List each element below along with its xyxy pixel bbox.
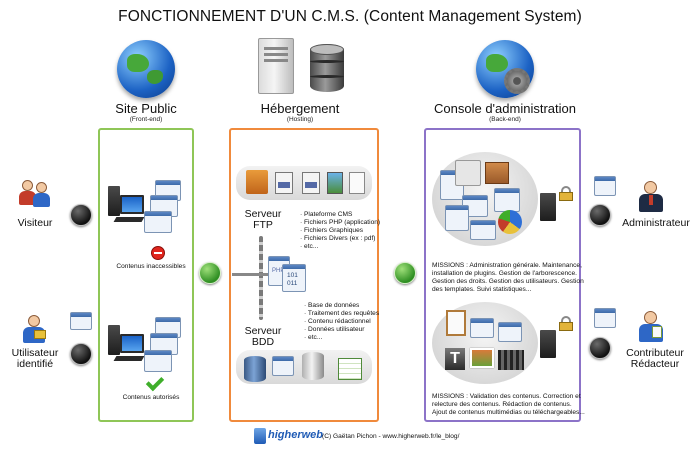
- php-file-icon-1: [275, 172, 293, 194]
- globe-icon: [117, 40, 175, 98]
- identified-user-icon: [20, 314, 50, 346]
- contrib-mission-line-3: Ajout de contenus multimédias ou télécha…: [432, 409, 585, 416]
- actor-contributor-1: Contributeur: [626, 347, 684, 359]
- film-icon: [498, 350, 524, 370]
- column-subtitle-hosting: (Hosting): [286, 116, 314, 123]
- db-item-5: · etc...: [304, 334, 323, 341]
- hosting-admin-nav-button[interactable]: [394, 262, 416, 284]
- image-file-icon: [327, 172, 343, 194]
- db-item-4: · Données utilisateur: [304, 326, 365, 333]
- contrib-computer-icon: [540, 330, 556, 358]
- contrib-mission-line-2: relecture des contenus. Rédaction de con…: [432, 401, 572, 408]
- contrib-window-icon-1: [470, 318, 494, 338]
- clipboard-icon: [446, 310, 466, 336]
- computer-tower-icon: [108, 186, 120, 216]
- admin-mission-line-3: Gestion des droits. Gestion des utilisat…: [432, 278, 584, 285]
- admin-computer-icon: [540, 193, 556, 221]
- mysql-db-icon: [244, 356, 266, 382]
- horizontal-connector: [232, 273, 272, 276]
- monitor-icon-2: [120, 334, 144, 353]
- admin-window-icon-3: [445, 205, 469, 231]
- ftp-item-5: · etc...: [300, 243, 319, 250]
- admin-mission-line-4: des templates. Suivi statistiques...: [432, 286, 532, 293]
- photo-icon: [470, 348, 494, 368]
- footer-brand: higherweb: [268, 429, 324, 441]
- visitor-nav-button[interactable]: [70, 204, 92, 226]
- keyboard-icon: [113, 217, 145, 222]
- php-file-icon-2: [302, 172, 320, 194]
- footer-credit: (C) Gaëtan Pichon - www.higherweb.fr/le_…: [322, 433, 460, 440]
- admin-mission-line-2: installation de plugins. Gestion de l'ar…: [432, 270, 577, 277]
- contributor-icon: [636, 310, 666, 344]
- admin-window-icon-4: [494, 188, 520, 212]
- ftp-bdd-connector: [259, 236, 263, 320]
- page-window-icon-3: [144, 211, 172, 233]
- actor-visitor: Visiteur: [17, 217, 53, 229]
- admin-panel: [424, 128, 581, 422]
- contrib-window-icon-2: [498, 322, 522, 342]
- db-item-3: · Contenu rédactionnel: [304, 318, 371, 325]
- pie-chart-icon: [498, 210, 522, 234]
- public-hosting-nav-button[interactable]: [199, 262, 221, 284]
- keyboard-icon-2: [113, 356, 145, 361]
- administrator-icon: [636, 180, 666, 214]
- binary-line-1: 101: [287, 272, 298, 279]
- admin-nav-button[interactable]: [589, 204, 611, 226]
- diagram-title: FONCTIONNEMENT D'UN C.M.S. (Content Mana…: [118, 8, 582, 25]
- visitor-users-icon: [18, 178, 52, 210]
- server-icon: [258, 38, 294, 94]
- actor-identified-user-2: identifié: [16, 358, 54, 370]
- column-title-public: Site Public: [115, 101, 177, 116]
- db-cylinder-icon: [302, 352, 324, 380]
- ftp-item-3: · Fichiers Graphiques: [300, 227, 364, 234]
- globe-gear-icon: [476, 40, 534, 98]
- hosting-panel: [229, 128, 379, 422]
- binary-window-icon: 101 011: [282, 264, 306, 292]
- php-window-label: PHP: [272, 268, 285, 274]
- ftp-item-1: · Plateforme CMS: [300, 211, 353, 218]
- computer-tower-icon-2: [108, 325, 120, 355]
- identified-user-nav-button[interactable]: [70, 343, 92, 365]
- admin-settings-icon: [455, 160, 481, 186]
- admin-box-icon: [485, 162, 509, 184]
- contrib-login-window-icon: [594, 308, 616, 328]
- text-tool-icon: T: [445, 348, 465, 370]
- database-icon: [310, 44, 344, 92]
- contributor-nav-button[interactable]: [589, 337, 611, 359]
- table-sheet-icon: [338, 358, 362, 380]
- column-subtitle-admin: (Back-end): [489, 116, 521, 123]
- monitor-icon: [120, 195, 144, 214]
- db-window-icon: [272, 356, 294, 376]
- db-item-1: · Base de données: [304, 302, 360, 309]
- db-server-label-1: Serveur: [244, 325, 282, 337]
- db-item-2: · Traitement des requêtes: [304, 310, 380, 317]
- admin-login-window-icon: [594, 176, 616, 196]
- ftp-server-label-1: Serveur: [244, 208, 282, 220]
- page-window-icon-6: [144, 350, 172, 372]
- forbidden-icon: [151, 246, 165, 260]
- actor-contributor-2: Rédacteur: [630, 358, 680, 370]
- login-window-icon: [70, 312, 92, 330]
- db-server-label-2: BDD: [251, 336, 275, 348]
- column-subtitle-public: (Front-end): [129, 116, 163, 123]
- ftp-item-4: · Fichiers Divers (ex : pdf): [300, 235, 376, 242]
- contrib-mission-line-1: MISSIONS : Validation des contenus. Corr…: [432, 393, 581, 400]
- ftp-item-2: · Fichiers PHP (application): [300, 219, 381, 226]
- column-title-admin: Console d'administration: [434, 101, 576, 116]
- ftp-server-label-2: FTP: [253, 219, 273, 231]
- authorized-content-label: Contenus autorisés: [122, 394, 180, 401]
- admin-mission-line-1: MISSIONS : Administration générale. Main…: [432, 262, 582, 269]
- binary-line-2: 011: [287, 280, 298, 287]
- actor-identified-user-1: Utilisateur: [11, 347, 59, 359]
- padlock-icon-2: [559, 316, 573, 331]
- padlock-icon: [559, 186, 573, 201]
- higherweb-logo-icon: [254, 428, 266, 444]
- ftp-folder-icon: [246, 170, 268, 194]
- column-title-hosting: Hébergement: [260, 101, 340, 116]
- inaccessible-content-label: Contenus inaccessibles: [116, 263, 186, 270]
- public-site-panel: [98, 128, 194, 422]
- admin-window-icon-5: [470, 220, 496, 240]
- document-file-icon: [349, 172, 365, 194]
- actor-administrator: Administrateur: [622, 217, 690, 229]
